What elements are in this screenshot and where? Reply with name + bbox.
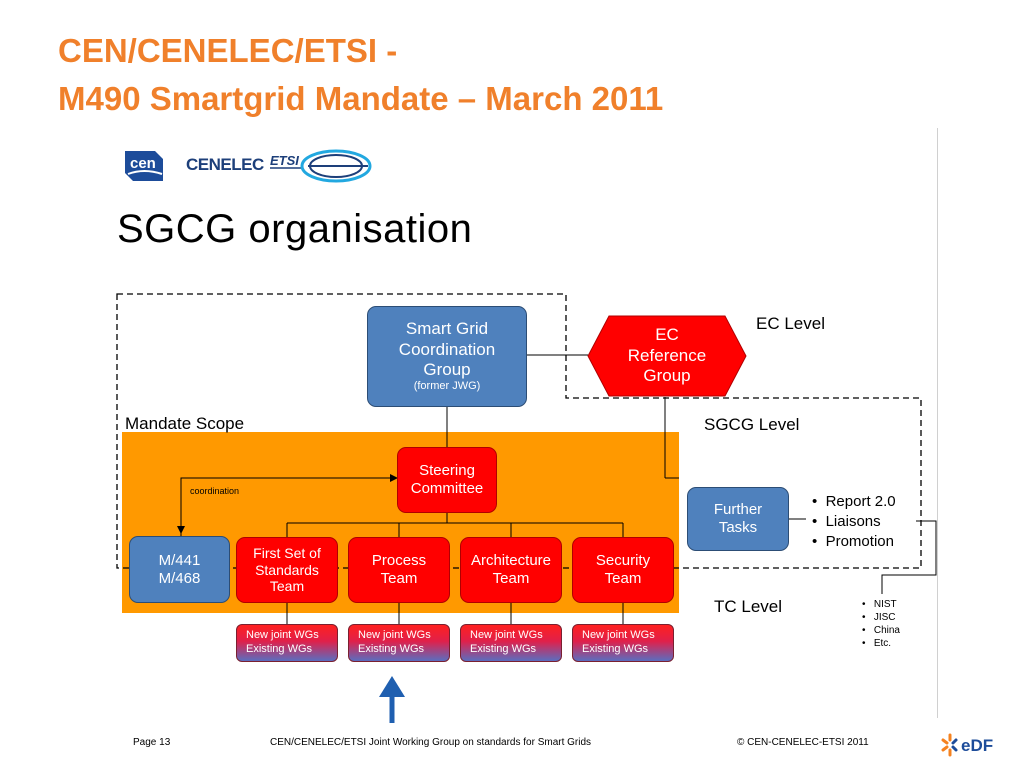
team-line1: Security <box>595 552 651 569</box>
steering-line2: Committee <box>410 480 484 497</box>
team-line1: First Set of <box>253 544 321 561</box>
m441-line2: M/468 <box>158 569 201 587</box>
wg-line2: Existing WGs <box>582 643 649 655</box>
diagram-title: SGCG organisation <box>117 207 473 251</box>
team-line3: Team <box>269 578 305 595</box>
wg-box: New joint WGs Existing WGs <box>572 624 674 662</box>
edf-logo: eDF <box>940 732 1010 758</box>
list-item: • Report 2.0 <box>812 493 896 510</box>
highlight-arrow-head <box>379 676 405 697</box>
process-team-box: Process Team <box>348 537 450 603</box>
sgcg-note: (former JWG) <box>413 380 481 393</box>
mandate-scope-label: Mandate Scope <box>125 414 245 433</box>
team-line2: Standards <box>255 561 319 578</box>
footer-copyright: © CEN-CENELEC-ETSI 2011 <box>737 737 869 748</box>
footer-title: CEN/CENELEC/ETSI Joint Working Group on … <box>270 737 592 748</box>
first-set-standards-team-box: First Set of Standards Team <box>236 537 338 603</box>
security-team-box: Security Team <box>572 537 674 603</box>
ec-level-boundary <box>116 293 922 569</box>
steering-line1: Steering <box>419 462 475 479</box>
etsi-logo-text: ETSI <box>270 153 299 168</box>
wg-line1: New joint WGs <box>582 629 655 641</box>
list-item: • Promotion <box>812 533 894 550</box>
wg-box: New joint WGs Existing WGs <box>460 624 562 662</box>
liaison-list: • NIST • JISC • China • Etc. <box>862 598 900 650</box>
wg-box: New joint WGs Existing WGs <box>348 624 450 662</box>
right-divider <box>937 128 938 718</box>
footer-page: Page 13 <box>133 737 171 748</box>
sgcg-line1: Smart Grid <box>405 319 489 339</box>
ec-level-label: EC Level <box>756 314 825 333</box>
ec-reference-group: EC Reference Group <box>587 315 747 397</box>
ec-ref-line2: Reference <box>627 345 707 365</box>
wg-line1: New joint WGs <box>246 629 319 641</box>
coordination-label: coordination <box>190 486 240 496</box>
team-line2: Team <box>380 570 418 587</box>
list-item: • Etc. <box>862 638 892 649</box>
team-line1: Architecture <box>470 552 552 569</box>
list-item: • JISC <box>862 612 896 623</box>
m441-m468-box: M/441 M/468 <box>129 536 230 603</box>
steering-committee-box: Steering Committee <box>397 447 497 513</box>
sgcg-line2: Coordination <box>398 339 496 359</box>
slide-title-line2: M490 Smartgrid Mandate – March 2011 <box>58 80 664 117</box>
list-item: • China <box>862 625 900 636</box>
team-line1: Process <box>371 552 427 569</box>
cen-logo: cen <box>122 148 166 184</box>
wg-line1: New joint WGs <box>358 629 431 641</box>
slide-title-line1: CEN/CENELEC/ETSI - <box>58 32 398 69</box>
list-item: • NIST <box>862 599 897 610</box>
edf-logo-text: eDF <box>961 736 993 755</box>
team-line2: Team <box>604 570 642 587</box>
ec-ref-line1: EC <box>655 325 679 345</box>
further-line1: Further <box>713 501 763 518</box>
list-item: • Liaisons <box>812 513 881 530</box>
wg-line2: Existing WGs <box>358 643 425 655</box>
cenelec-logo: CENELEC <box>186 155 264 174</box>
tc-level-label: TC Level <box>714 597 783 616</box>
sgcg-level-label: SGCG Level <box>704 415 800 434</box>
wg-box: New joint WGs Existing WGs <box>236 624 338 662</box>
liaison-bracket <box>881 520 937 594</box>
architecture-team-box: Architecture Team <box>460 537 562 603</box>
sgcg-line3: Group <box>423 360 471 380</box>
wg-line1: New joint WGs <box>470 629 543 641</box>
etsi-logo: ETSI <box>268 148 376 184</box>
team-line2: Team <box>492 570 530 587</box>
further-list: • Report 2.0 • Liaisons • Promotion <box>812 492 896 552</box>
further-tasks-box: Further Tasks <box>687 487 789 551</box>
wg-line2: Existing WGs <box>470 643 537 655</box>
sgcg-box: Smart Grid Coordination Group (former JW… <box>367 306 527 407</box>
m441-line1: M/441 <box>158 551 201 569</box>
further-line2: Tasks <box>718 519 758 536</box>
ec-ref-line3: Group <box>643 366 691 386</box>
cen-logo-text: cen <box>130 155 156 172</box>
wg-line2: Existing WGs <box>246 643 313 655</box>
